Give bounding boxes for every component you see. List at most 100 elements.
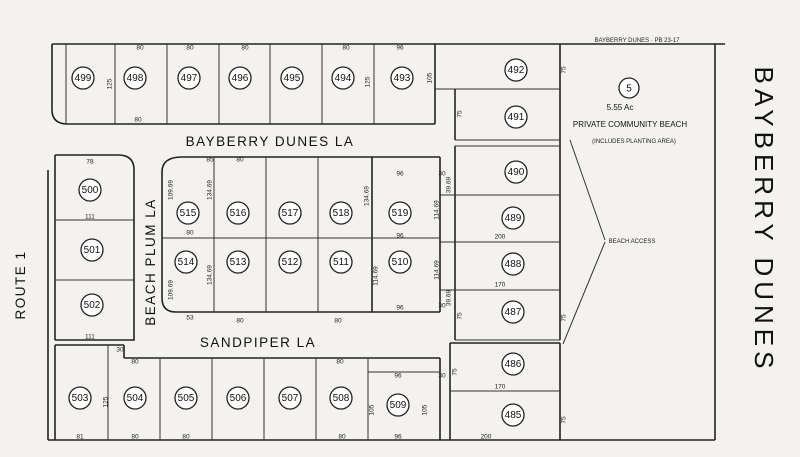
lot-number: 511 xyxy=(333,257,349,268)
lot-490: 490 xyxy=(504,160,528,184)
lot-circle xyxy=(504,58,528,82)
lot-number: 503 xyxy=(72,393,89,404)
lot-503: 503 xyxy=(68,386,92,410)
route-label: ROUTE 1 xyxy=(13,250,28,319)
dim-label: 80 xyxy=(338,434,346,441)
dim-label: 125 xyxy=(103,396,110,407)
dimension-labels: 80 80 80 80 96 80 125 125 105 75 75 78 1… xyxy=(76,45,567,441)
lot-number: 490 xyxy=(508,167,525,178)
lot-circle xyxy=(501,300,525,324)
dim-label: 75 xyxy=(452,368,459,376)
lot-493: 493 xyxy=(390,66,414,90)
lot-507: 507 xyxy=(278,386,302,410)
lot-502: 502 xyxy=(80,293,104,317)
lot-number: 487 xyxy=(505,307,522,318)
lot-519: 519 xyxy=(388,201,412,225)
dim-label: 125 xyxy=(365,76,372,87)
lot-495: 495 xyxy=(280,66,304,90)
dim-label: 80 xyxy=(186,45,194,52)
beach-parcel-circle xyxy=(618,77,640,99)
lot-number: 515 xyxy=(180,208,197,219)
lot-number: 509 xyxy=(390,400,407,411)
dim-label: 96 xyxy=(394,373,402,380)
dim-label: 80 xyxy=(236,157,244,164)
bottom-row-block xyxy=(54,344,441,440)
lot-number: 491 xyxy=(508,112,525,123)
lot-number: 512 xyxy=(282,257,299,268)
lot-circle xyxy=(329,250,353,274)
dim-label: 80 xyxy=(136,45,144,52)
dim-label: 78 xyxy=(86,159,94,166)
dim-label: 75 xyxy=(561,416,568,424)
lot-512: 512 xyxy=(278,250,302,274)
dim-label: 80 xyxy=(186,230,194,237)
lot-circle xyxy=(78,178,102,202)
beach-parcel-note: (INCLUDES PLANTING AREA) xyxy=(592,139,676,145)
lot-circle xyxy=(123,66,147,90)
lot-487: 487 xyxy=(501,300,525,324)
lot-508: 508 xyxy=(329,386,353,410)
lot-circle xyxy=(501,403,525,427)
lot-circle xyxy=(226,201,250,225)
lot-number: 497 xyxy=(181,73,198,84)
dim-label: 125 xyxy=(107,78,114,89)
right-lower-block xyxy=(449,342,561,440)
lot-number: 517 xyxy=(282,208,299,219)
lot-494: 494 xyxy=(331,66,355,90)
lot-489: 489 xyxy=(501,206,525,230)
dim-label: 30 xyxy=(116,347,124,354)
lot-number: 519 xyxy=(392,208,409,219)
dim-label: 30 xyxy=(438,303,446,310)
lot-510: 510 xyxy=(388,250,412,274)
lot-circle xyxy=(390,66,414,90)
beach-access-label: BEACH ACCESS xyxy=(609,239,656,245)
dim-label: 80 xyxy=(131,434,139,441)
lot-number: 505 xyxy=(178,393,195,404)
lot-circle xyxy=(174,250,198,274)
lot-498: 498 xyxy=(123,66,147,90)
central-block xyxy=(161,156,441,313)
lot-circle xyxy=(68,386,92,410)
dim-label: 111 xyxy=(85,214,95,221)
lot-circle xyxy=(331,66,355,90)
lot-486: 486 xyxy=(501,352,525,376)
lot-number: 500 xyxy=(82,185,99,196)
lot-497: 497 xyxy=(177,66,201,90)
dim-label: 134.69 xyxy=(364,186,371,206)
lot-circle xyxy=(280,66,304,90)
lot-circle xyxy=(80,238,104,262)
lot-number: 495 xyxy=(284,73,301,84)
lot-circle xyxy=(504,160,528,184)
dim-label: 105 xyxy=(427,72,434,83)
lot-504: 504 xyxy=(123,386,147,410)
beach-parcel-number: 5 xyxy=(626,84,632,95)
dim-label: 80 xyxy=(336,359,344,366)
beach-parcel-name: PRIVATE COMMUNITY BEACH xyxy=(573,120,687,129)
lot-circle xyxy=(504,105,528,129)
lot-number: 506 xyxy=(230,393,247,404)
dim-label: 96 xyxy=(396,171,404,178)
lot-circle xyxy=(501,252,525,276)
lot-circle xyxy=(278,201,302,225)
dim-label: 39.69 xyxy=(446,289,453,306)
lot-number: 499 xyxy=(75,73,92,84)
lot-number: 489 xyxy=(505,213,522,224)
lot-number: 493 xyxy=(394,73,411,84)
lot-number: 502 xyxy=(84,300,101,311)
lot-491: 491 xyxy=(504,105,528,129)
lot-circle xyxy=(80,293,104,317)
dim-label: 85 xyxy=(206,157,214,164)
dim-label: 114.69 xyxy=(373,266,380,286)
dim-label: 30 xyxy=(438,171,446,178)
lot-496: 496 xyxy=(228,66,252,90)
dim-label: 80 xyxy=(342,45,350,52)
lot-number: 485 xyxy=(505,410,522,421)
top-row-block xyxy=(65,44,436,124)
dim-label: 170 xyxy=(495,384,506,391)
lot-488: 488 xyxy=(501,252,525,276)
lot-circle xyxy=(226,250,250,274)
lot-511: 511 xyxy=(329,250,353,274)
dim-label: 109.69 xyxy=(168,180,175,200)
dim-label: 114.69 xyxy=(434,260,441,280)
